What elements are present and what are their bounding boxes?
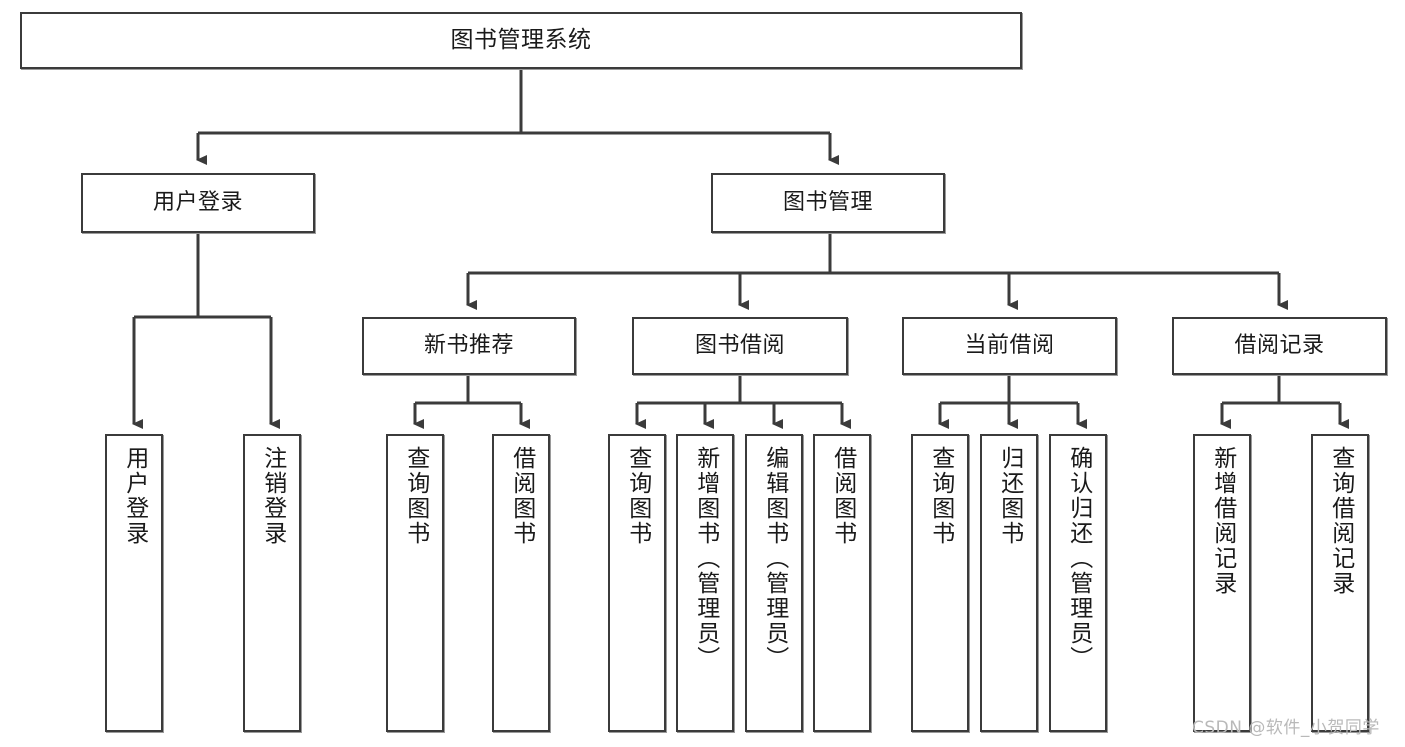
node-label: 图书借阅 <box>694 332 785 358</box>
node-root-book-management-system[interactable]: 图书管理系统 <box>20 12 1022 69</box>
node-label: 查询借阅记录 <box>1327 446 1354 596</box>
leaf-query-book-borrow[interactable]: 查询图书 <box>608 434 666 732</box>
leaf-borrow-book-recommend[interactable]: 借阅图书 <box>492 434 550 732</box>
leaf-query-book-current[interactable]: 查询图书 <box>911 434 969 732</box>
watermark-text: CSDN @软件_小贺同学 <box>1192 718 1380 738</box>
node-label: 用户登录 <box>152 189 243 215</box>
node-label: 新书推荐 <box>423 332 514 358</box>
leaf-query-borrow-record[interactable]: 查询借阅记录 <box>1311 434 1369 732</box>
node-borrow-record[interactable]: 借阅记录 <box>1172 317 1387 375</box>
leaf-add-book[interactable]: 新增图书（管理员） <box>676 434 734 732</box>
node-label: 确认归还（管理员） <box>1065 446 1092 671</box>
node-label: 借阅图书 <box>508 446 535 546</box>
leaf-query-book-recommend[interactable]: 查询图书 <box>386 434 444 732</box>
node-user-login[interactable]: 用户登录 <box>81 173 315 233</box>
node-label: 查询图书 <box>624 446 651 546</box>
node-book-management[interactable]: 图书管理 <box>711 173 945 233</box>
node-label: 当前借阅 <box>964 332 1055 358</box>
leaf-edit-book[interactable]: 编辑图书（管理员） <box>745 434 803 732</box>
leaf-borrow-book[interactable]: 借阅图书 <box>813 434 871 732</box>
leaf-logout[interactable]: 注销登录 <box>243 434 301 732</box>
node-label: 归还图书 <box>996 446 1023 546</box>
leaf-user-login[interactable]: 用户登录 <box>105 434 163 732</box>
node-label: 图书管理 <box>782 189 873 215</box>
node-label: 用户登录 <box>121 446 148 546</box>
leaf-confirm-return[interactable]: 确认归还（管理员） <box>1049 434 1107 732</box>
node-label: 编辑图书（管理员） <box>761 446 788 671</box>
node-label: 查询图书 <box>927 446 954 546</box>
node-label: 借阅图书 <box>829 446 856 546</box>
leaf-return-book[interactable]: 归还图书 <box>980 434 1038 732</box>
node-new-book-recommend[interactable]: 新书推荐 <box>362 317 576 375</box>
node-book-borrow[interactable]: 图书借阅 <box>632 317 848 375</box>
node-label: 图书管理系统 <box>450 26 592 53</box>
node-label: 新增图书（管理员） <box>692 446 719 671</box>
node-label: 注销登录 <box>259 446 286 546</box>
node-label: 新增借阅记录 <box>1209 446 1236 596</box>
node-current-borrow[interactable]: 当前借阅 <box>902 317 1117 375</box>
leaf-add-borrow-record[interactable]: 新增借阅记录 <box>1193 434 1251 732</box>
node-label: 查询图书 <box>402 446 429 546</box>
node-label: 借阅记录 <box>1234 332 1325 358</box>
